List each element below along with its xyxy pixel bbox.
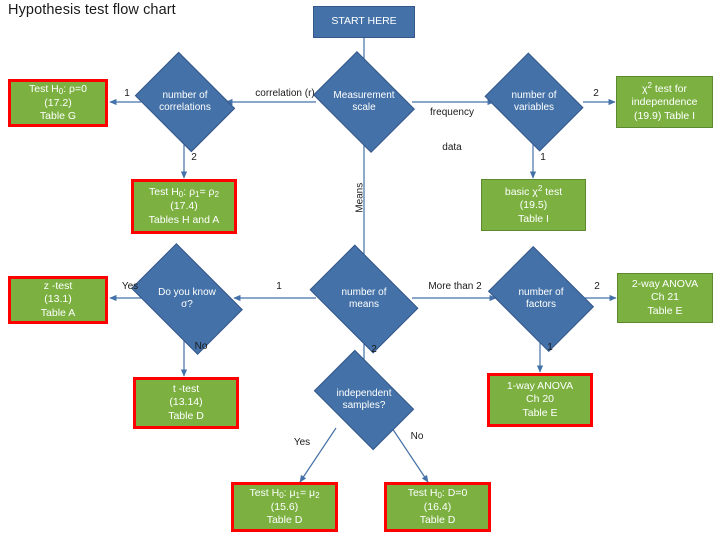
measurement-scale-label: Measurement scale — [333, 90, 395, 113]
z-test-line3: Table A — [40, 306, 76, 319]
mu1-mu2-line1: Test H0: μ1= μ2 — [249, 486, 320, 500]
rho-zero-line1: Test H0: ρ=0 — [29, 82, 87, 96]
edge-label-vars-one: 1 — [540, 152, 546, 163]
edge-label-means: Means — [354, 182, 366, 213]
basic-chi2-line1: basic χ2 test — [504, 184, 563, 199]
d-zero-line1: Test H0: D=0 — [407, 486, 468, 500]
edge-label-factors-two: 2 — [594, 281, 600, 292]
basic-chi2-line2: (19.5) — [519, 199, 548, 212]
node-number-of-means[interactable]: number of means — [309, 244, 419, 354]
node-independent-samples[interactable]: independent samples? — [313, 349, 415, 451]
rho1-rho2-line1: Test H0: ρ1= ρ2 — [149, 186, 219, 200]
node-two-way-anova[interactable]: 2-way ANOVA Ch 21 Table E — [617, 273, 713, 323]
mu1-mu2-line2: (15.6) — [270, 500, 299, 513]
z-test-line1: z -test — [43, 280, 73, 293]
edge-label-corr-two: 2 — [191, 152, 197, 163]
node-number-of-factors[interactable]: number of factors — [487, 245, 595, 353]
edge-label-frequency-data: frequency data — [430, 107, 474, 153]
chi2-independence-line2: independence — [631, 96, 698, 109]
node-measurement-scale[interactable]: Measurement scale — [313, 51, 415, 153]
edge-label-corr-one: 1 — [124, 88, 130, 99]
number-of-correlations-label: number of correlations — [159, 90, 211, 113]
t-test-line1: t -test — [172, 383, 200, 396]
two-way-anova-line2: Ch 21 — [650, 291, 680, 304]
start-label: START HERE — [331, 15, 397, 28]
node-chi2-independence[interactable]: χ2 test for independence (19.9) Table I — [616, 76, 713, 128]
chi2-independence-line1: χ2 test for — [642, 81, 687, 96]
node-test-rho-zero[interactable]: Test H0: ρ=0 (17.2) Table G — [8, 79, 108, 127]
node-test-rho1-rho2[interactable]: Test H0: ρ1= ρ2 (17.4) Tables H and A — [131, 179, 237, 234]
do-you-know-sigma-label: Do you know σ? — [158, 287, 216, 310]
rho1-rho2-line2: (17.4) — [170, 200, 198, 213]
one-way-anova-line3: Table E — [522, 406, 558, 419]
rho1-rho2-line3: Tables H and A — [148, 213, 220, 226]
node-t-test[interactable]: t -test (13.14) Table D — [133, 377, 239, 429]
node-do-you-know-sigma[interactable]: Do you know σ? — [131, 243, 243, 355]
edge-label-more-than-two: More than 2 — [428, 281, 482, 292]
number-of-factors-label: number of factors — [518, 287, 564, 310]
edge-label-means-two: 2 — [371, 344, 377, 355]
two-way-anova-line1: 2-way ANOVA — [631, 278, 699, 291]
t-test-line2: (13.14) — [169, 396, 203, 409]
chi2-independence-line3: (19.9) Table I — [633, 109, 696, 122]
independent-samples-label: independent samples? — [336, 388, 392, 411]
number-of-means-label: number of means — [341, 287, 387, 310]
node-one-way-anova[interactable]: 1-way ANOVA Ch 20 Table E — [487, 373, 593, 427]
edge-label-yes-sigma: Yes — [121, 281, 139, 292]
two-way-anova-line3: Table E — [647, 304, 683, 317]
one-way-anova-line1: 1-way ANOVA — [506, 380, 574, 393]
d-zero-line3: Table D — [419, 514, 456, 526]
number-of-variables-label: number of variables — [511, 90, 557, 113]
basic-chi2-line3: Table I — [518, 212, 549, 225]
edge-label-means-one: 1 — [276, 281, 282, 292]
edge-label-vars-two: 2 — [593, 88, 599, 99]
edge-label-correlation-r: correlation (r) — [255, 88, 315, 99]
z-test-line2: (13.1) — [44, 293, 72, 306]
node-number-of-correlations[interactable]: number of correlations — [134, 51, 236, 153]
node-test-d-zero[interactable]: Test H0: D=0 (16.4) Table D — [384, 482, 491, 532]
page-title: Hypothesis test flow chart — [8, 2, 176, 18]
node-test-mu1-mu2[interactable]: Test H0: μ1= μ2 (15.6) Table D — [231, 482, 338, 532]
node-z-test[interactable]: z -test (13.1) Table A — [8, 276, 108, 324]
edge-label-factors-one: 1 — [547, 342, 553, 353]
one-way-anova-line2: Ch 20 — [525, 393, 555, 406]
rho-zero-line2: (17.2) — [44, 96, 72, 109]
mu1-mu2-line3: Table D — [266, 514, 303, 526]
edge-label-no-sigma: No — [194, 341, 208, 352]
node-number-of-variables[interactable]: number of variables — [484, 52, 584, 152]
node-basic-chi2-test[interactable]: basic χ2 test (19.5) Table I — [481, 179, 586, 231]
node-start-here[interactable]: START HERE — [313, 6, 415, 38]
edge-label-no-independent: No — [410, 431, 424, 442]
edge-label-yes-independent: Yes — [293, 437, 311, 448]
rho-zero-line3: Table G — [39, 110, 77, 122]
d-zero-line2: (16.4) — [423, 500, 452, 513]
t-test-line3: Table D — [168, 409, 204, 422]
